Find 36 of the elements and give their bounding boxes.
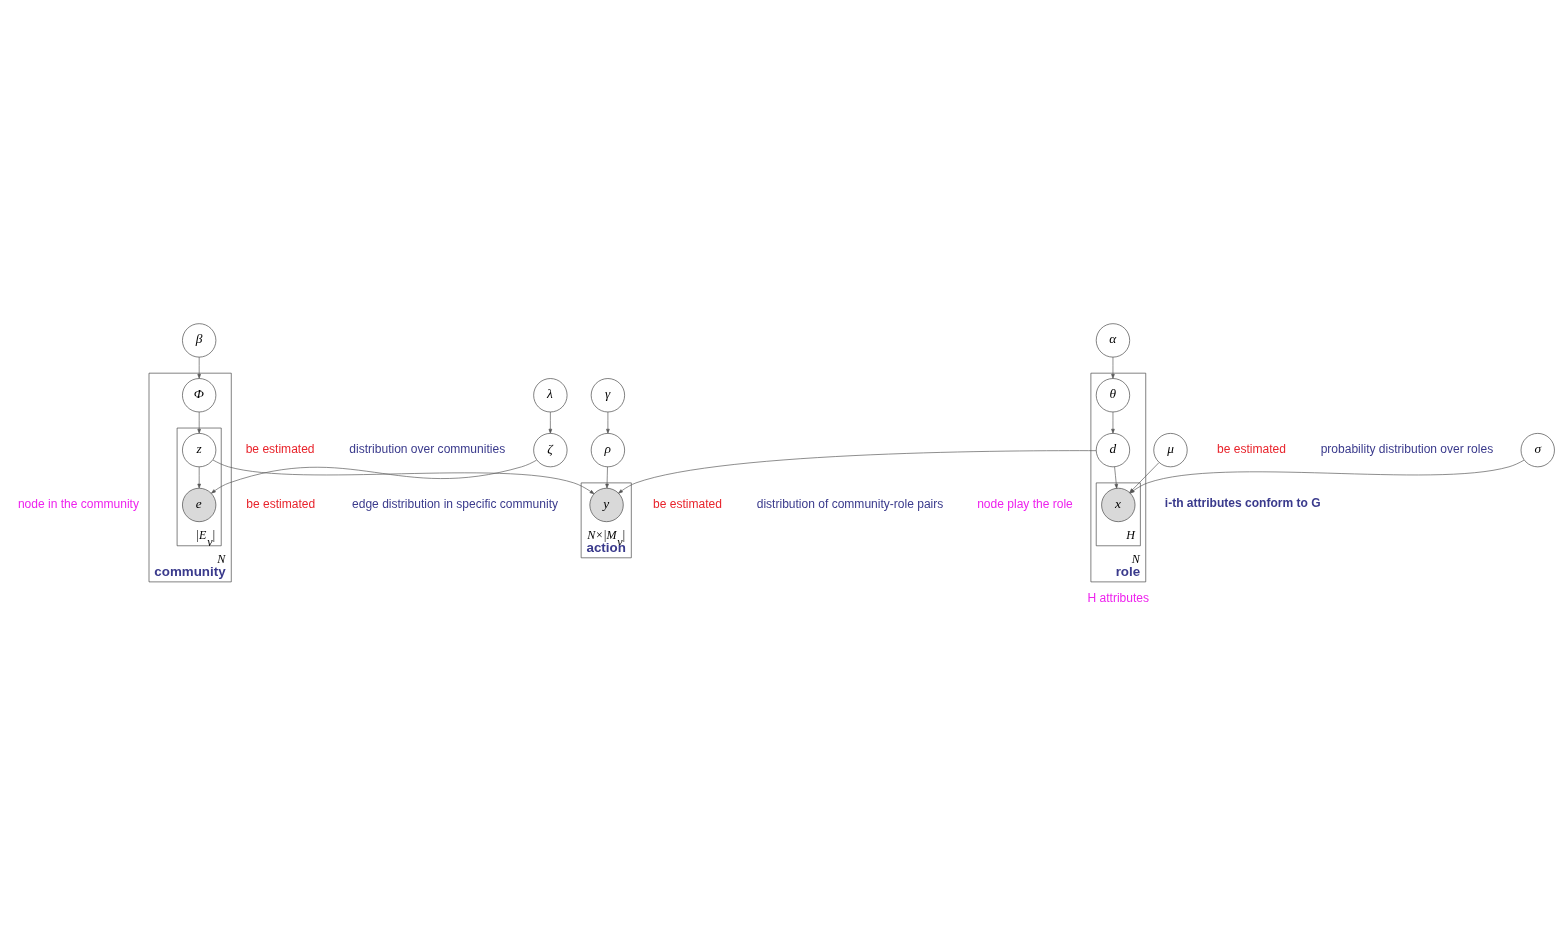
label: node play the role	[976, 496, 1073, 511]
arrow	[605, 411, 610, 434]
arrow	[196, 356, 201, 379]
label: be estimated	[1216, 441, 1286, 456]
node-circle: μ	[1152, 432, 1188, 467]
label: probability distribution over roles	[1320, 441, 1493, 456]
label: distribution of community-role pairs	[756, 496, 943, 511]
label: be estimated	[245, 496, 315, 511]
label: distribution over communities	[348, 441, 505, 456]
node-circle: z	[181, 432, 216, 467]
node-circle: ζ	[532, 432, 567, 467]
node-circle: Φ	[181, 377, 216, 412]
arrow	[617, 449, 1096, 494]
node-circle: ρ	[590, 432, 625, 467]
arrow	[604, 466, 609, 488]
arrow	[212, 459, 594, 494]
label: be estimated	[245, 441, 315, 456]
label: node in the community	[17, 496, 139, 511]
arrow	[1110, 411, 1115, 434]
label: H attributes	[1087, 590, 1149, 605]
node-circle: λ	[532, 377, 567, 412]
arrow	[1110, 356, 1115, 379]
node-circle: β	[181, 322, 216, 357]
arrow	[548, 411, 552, 434]
arrow	[210, 459, 537, 493]
node-circle: α	[1095, 322, 1130, 357]
label: edge distribution in specific community	[351, 496, 558, 511]
arrow	[196, 466, 201, 488]
node-circle: γ	[590, 377, 625, 412]
node-circle: θ	[1095, 377, 1130, 412]
arrow	[196, 411, 201, 434]
node-circle: d	[1095, 432, 1130, 467]
label: be estimated	[652, 496, 722, 511]
label: i-th attributes conform to G	[1164, 495, 1321, 510]
arrow	[1113, 466, 1118, 489]
node-circle: σ	[1520, 432, 1555, 467]
